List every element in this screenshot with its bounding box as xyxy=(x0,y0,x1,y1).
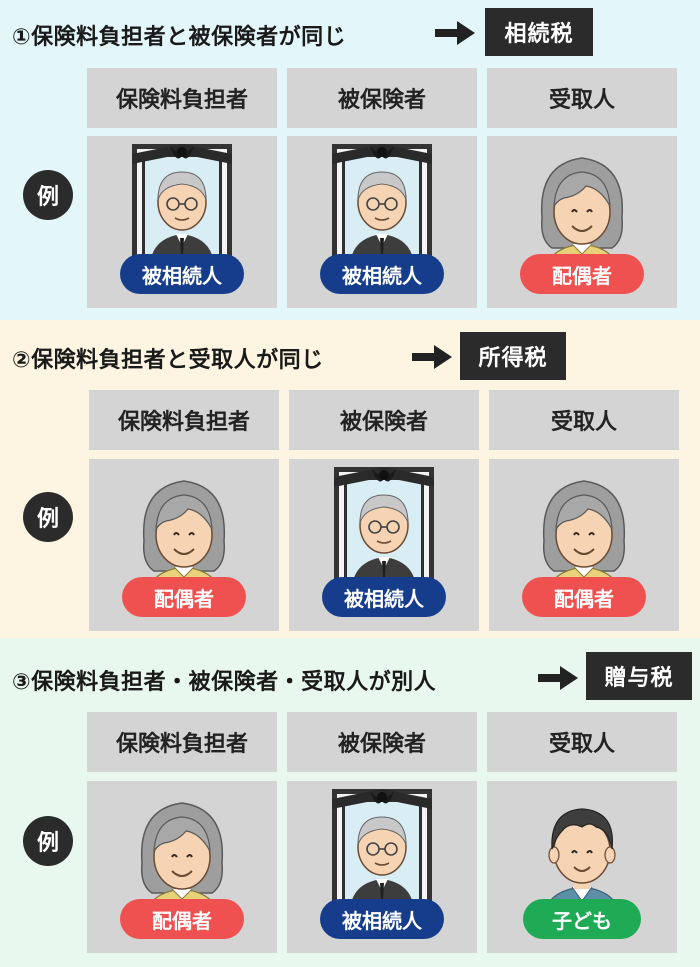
role-badge: 子ども xyxy=(523,899,641,939)
header-beneficiary: 受取人 xyxy=(487,68,677,128)
cell-premium-payer: 被相続人 xyxy=(87,136,277,308)
example-badge: 例 xyxy=(23,816,73,866)
cell-premium-payer: 配偶者 xyxy=(89,459,279,631)
cell-beneficiary: 子ども xyxy=(487,781,677,953)
example-badge: 例 xyxy=(23,170,73,220)
cell-beneficiary: 配偶者 xyxy=(487,136,677,308)
section-2: ②保険料負担者と受取人が同じ 所得税 保険料負担者 被保険者 受取人 例 配偶者… xyxy=(0,320,700,638)
header-premium-payer: 保険料負担者 xyxy=(89,390,279,450)
role-badge: 被相続人 xyxy=(120,254,244,294)
section-title: ②保険料負担者と受取人が同じ xyxy=(12,348,324,373)
cell-beneficiary: 配偶者 xyxy=(489,459,679,631)
cell-insured: 被相続人 xyxy=(287,136,477,308)
header-insured: 被保険者 xyxy=(287,68,477,128)
section-1: ①保険料負担者と被保険者が同じ 相続税 保険料負担者 被保険者 受取人 例 被相… xyxy=(0,0,700,320)
header-premium-payer: 保険料負担者 xyxy=(87,68,277,128)
example-badge: 例 xyxy=(23,492,73,542)
cell-insured: 被相続人 xyxy=(289,459,479,631)
role-badge: 被相続人 xyxy=(322,577,446,617)
tax-label: 相続税 xyxy=(485,8,593,56)
cell-insured: 被相続人 xyxy=(287,781,477,953)
header-insured: 被保険者 xyxy=(289,390,479,450)
role-badge: 被相続人 xyxy=(320,254,444,294)
role-badge: 配偶者 xyxy=(520,254,644,294)
tax-label: 所得税 xyxy=(460,332,566,380)
header-insured: 被保険者 xyxy=(287,712,477,772)
arrow-right-icon xyxy=(538,666,578,690)
header-beneficiary: 受取人 xyxy=(487,712,677,772)
header-premium-payer: 保険料負担者 xyxy=(87,712,277,772)
role-badge: 配偶者 xyxy=(122,577,246,617)
role-badge: 被相続人 xyxy=(320,899,444,939)
role-badge: 配偶者 xyxy=(522,577,646,617)
header-beneficiary: 受取人 xyxy=(489,390,679,450)
arrow-right-icon xyxy=(412,345,452,369)
tax-label: 贈与税 xyxy=(586,652,692,700)
section-title: ③保険料負担者・被保険者・受取人が別人 xyxy=(12,670,437,695)
cell-premium-payer: 配偶者 xyxy=(87,781,277,953)
section-title: ①保険料負担者と被保険者が同じ xyxy=(12,25,347,50)
section-3: ③保険料負担者・被保険者・受取人が別人 贈与税 保険料負担者 被保険者 受取人 … xyxy=(0,638,700,967)
arrow-right-icon xyxy=(435,21,475,45)
role-badge: 配偶者 xyxy=(120,899,244,939)
